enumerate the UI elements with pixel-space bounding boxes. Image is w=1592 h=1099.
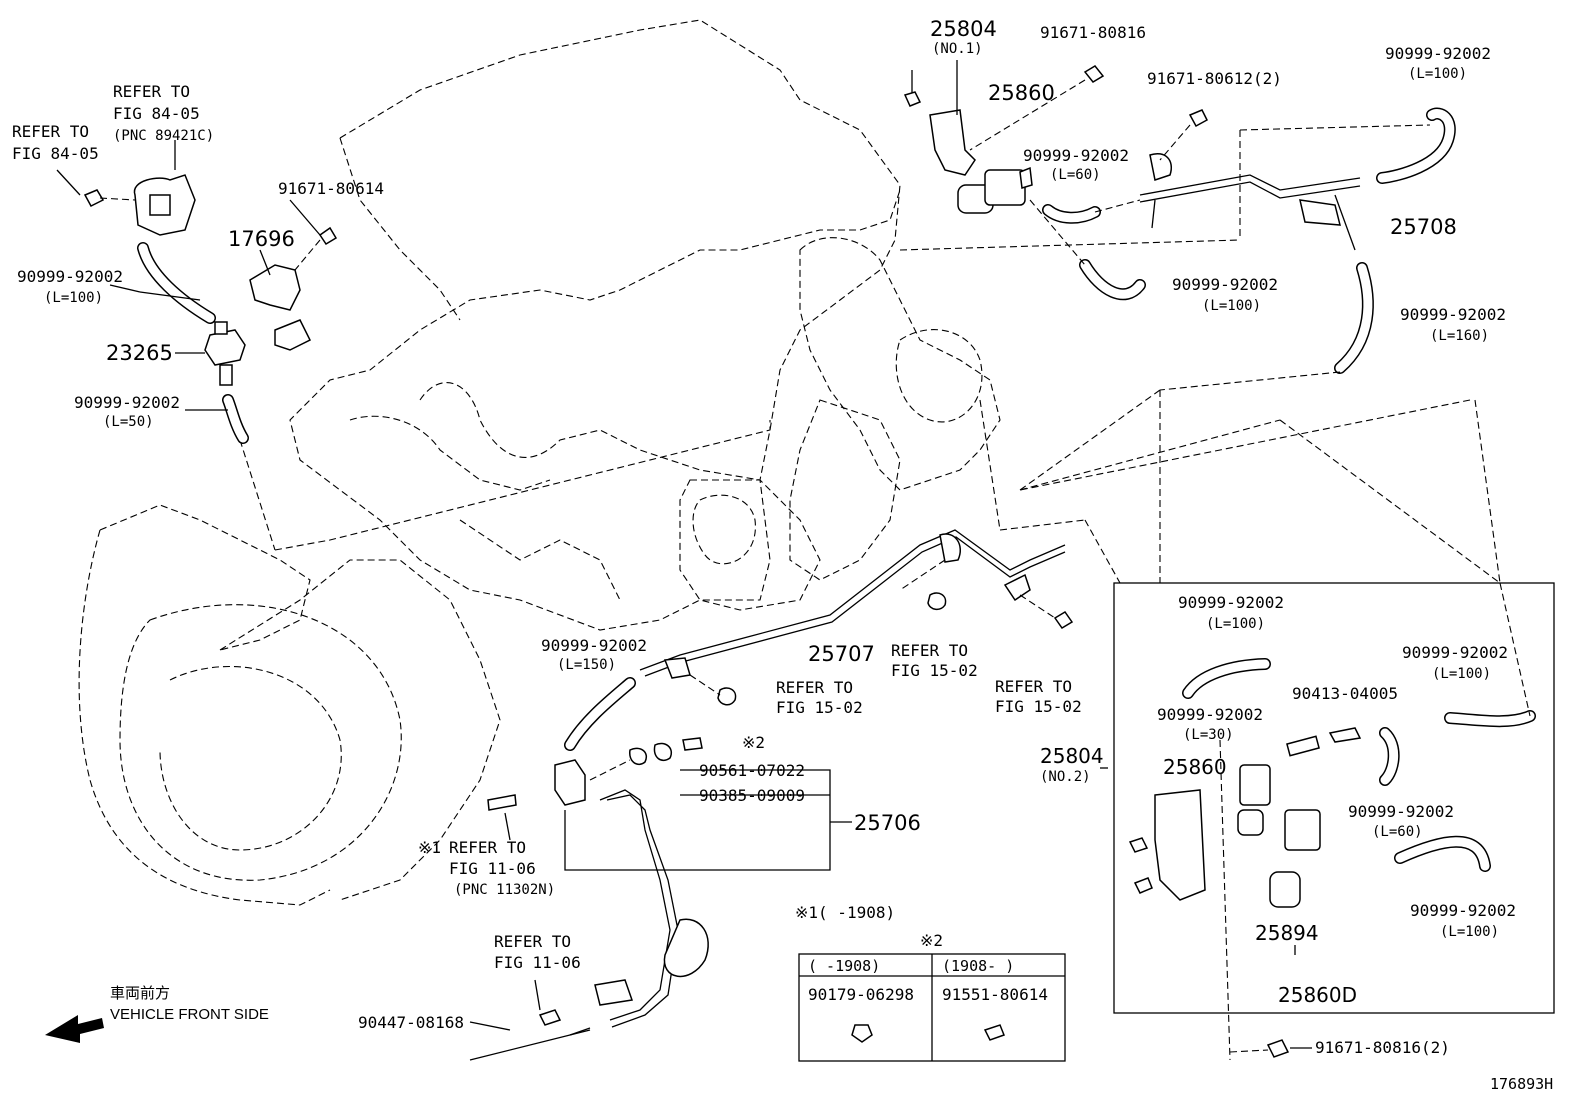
label-box-25804-sub: (NO.2)	[1040, 769, 1091, 785]
label-box-90999-l100b-l: (L=100)	[1432, 666, 1492, 682]
label-91671-80612: 91671-80612(2)	[1147, 69, 1282, 88]
note2-title: ※2	[920, 931, 944, 950]
label-90999-92002-mid-l: (L=100)	[1202, 298, 1262, 314]
table-value-2: 91551-80614	[942, 985, 1048, 1004]
label-box-90999-l100c: 90999-92002	[1410, 901, 1516, 920]
label-90999-92002-mid: 90999-92002	[1172, 275, 1278, 294]
label-box-90999-l100b: 90999-92002	[1402, 643, 1508, 662]
front-side-en: VEHICLE FRONT SIDE	[110, 1006, 269, 1023]
label-90385-09009: 90385-09009	[699, 786, 805, 805]
front-arrow	[45, 1015, 104, 1043]
label-90561-07022: 90561-07022	[699, 761, 805, 780]
label-17696: 17696	[228, 227, 295, 251]
label-90999-92002-l150: 90999-92002	[541, 636, 647, 655]
label-91671-80816-bottom: 91671-80816(2)	[1315, 1038, 1450, 1057]
label-box-90999-l100c-l: (L=100)	[1440, 924, 1500, 940]
label-91671-80614: 91671-80614	[278, 179, 384, 198]
refer-fig-84-05-b-fig[interactable]: FIG 84-05	[12, 144, 99, 163]
label-note1-mark: ※1	[418, 838, 442, 857]
label-box-90999-l30: 90999-92002	[1157, 705, 1263, 724]
refer-fig-11-06-a-fig[interactable]: FIG 11-06	[449, 859, 536, 878]
label-box-25804: 25804	[1040, 744, 1104, 768]
label-90999-92002-left-l: (L=100)	[44, 290, 104, 306]
refer-fig-11-06-b-fig[interactable]: FIG 11-06	[494, 953, 581, 972]
left-sensors	[56, 140, 338, 444]
note1-range: ※1( -1908)	[795, 903, 896, 922]
refer-fig-11-06-a[interactable]: REFER TO	[449, 838, 527, 857]
right-box-parts	[979, 389, 1555, 1061]
refer-fig-84-05-a-pnc: (PNC 89421C)	[113, 128, 215, 144]
figure-id: 176893H	[1490, 1075, 1554, 1093]
refer-fig-11-06-a-pnc: (PNC 11302N)	[454, 882, 556, 898]
refer-fig-15-02-c-fig[interactable]: FIG 15-02	[995, 697, 1082, 716]
label-box-25860d: 25860D	[1278, 983, 1358, 1007]
refer-fig-84-05-b[interactable]: REFER TO	[12, 122, 90, 141]
refer-fig-84-05-a[interactable]: REFER TO	[113, 82, 191, 101]
pipe-25707	[564, 529, 1074, 751]
label-25804-no1-sub: (NO.1)	[932, 41, 983, 57]
refer-fig-15-02-a-fig[interactable]: FIG 15-02	[891, 661, 978, 680]
refer-fig-15-02-b[interactable]: REFER TO	[776, 678, 854, 697]
label-90999-92002-l50-l: (L=50)	[103, 414, 154, 430]
label-box-90413-04005: 90413-04005	[1292, 684, 1398, 703]
label-box-90999-l60: 90999-92002	[1348, 802, 1454, 821]
label-90999-92002-tr-l: (L=100)	[1408, 66, 1468, 82]
label-box-90999-l60-l: (L=60)	[1372, 824, 1423, 840]
vsv-assembly-top	[903, 60, 1146, 301]
label-25860-top: 25860	[988, 81, 1055, 105]
pipe-25708	[899, 107, 1456, 391]
label-box-90999-l100a-l: (L=100)	[1206, 616, 1266, 632]
label-box-25860: 25860	[1163, 755, 1227, 779]
label-box-90999-l30-l: (L=30)	[1183, 727, 1234, 743]
label-25707: 25707	[808, 642, 875, 666]
refer-fig-15-02-a[interactable]: REFER TO	[891, 641, 969, 660]
label-25708: 25708	[1390, 215, 1457, 239]
refer-fig-15-02-c[interactable]: REFER TO	[995, 677, 1073, 696]
refer-fig-84-05-a-fig[interactable]: FIG 84-05	[113, 104, 200, 123]
engine-outline	[78, 19, 1001, 906]
table-header-1: ( -1908)	[808, 957, 881, 975]
front-side-jp: 車両前方	[110, 984, 171, 1002]
label-91671-80816-top: 91671-80816	[1040, 23, 1146, 42]
label-box-25894: 25894	[1255, 921, 1319, 945]
label-90999-92002-l50: 90999-92002	[74, 393, 180, 412]
label-90999-92002-l60-l: (L=60)	[1050, 167, 1101, 183]
table-value-1: 90179-06298	[808, 985, 914, 1004]
label-90999-92002-left: 90999-92002	[17, 267, 123, 286]
label-box-90999-l100a: 90999-92002	[1178, 593, 1284, 612]
label-90999-92002-l60: 90999-92002	[1023, 146, 1129, 165]
bracket-25706	[469, 737, 852, 1061]
label-90447-08168: 90447-08168	[358, 1013, 464, 1032]
label-90999-92002-l160: 90999-92002	[1400, 305, 1506, 324]
label-note2-mark: ※2	[742, 733, 766, 752]
label-90999-92002-l160-l: (L=160)	[1430, 328, 1490, 344]
label-23265: 23265	[106, 341, 173, 365]
note2-table	[798, 953, 1066, 1062]
label-90999-92002-tr: 90999-92002	[1385, 44, 1491, 63]
label-25706: 25706	[854, 811, 921, 835]
refer-fig-11-06-b[interactable]: REFER TO	[494, 932, 572, 951]
table-header-2: (1908- )	[942, 957, 1015, 975]
label-90999-92002-l150-l: (L=150)	[557, 657, 617, 673]
refer-fig-15-02-b-fig[interactable]: FIG 15-02	[776, 698, 863, 717]
label-25804-no1: 25804	[930, 17, 997, 41]
